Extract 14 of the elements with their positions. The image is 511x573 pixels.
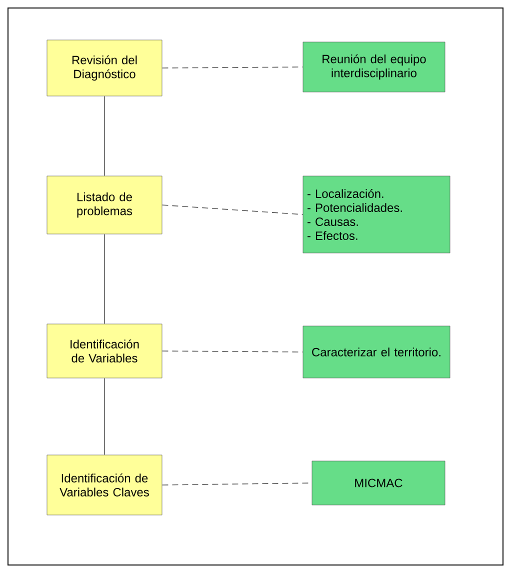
connector-line bbox=[104, 378, 105, 456]
connector-line bbox=[162, 204, 304, 215]
connector-line bbox=[162, 350, 304, 352]
note-box: MICMAC bbox=[312, 460, 446, 506]
connector-line bbox=[162, 66, 304, 68]
connector-line bbox=[104, 96, 105, 176]
step-box: Revisión del Diagnóstico bbox=[46, 40, 162, 96]
note-box: Caracterizar el territorio. bbox=[302, 326, 450, 378]
step-box: Listado de problemas bbox=[46, 176, 162, 234]
note-box: - Localización. - Potencialidades. - Causas. - Efectos. bbox=[302, 176, 450, 254]
connector-line bbox=[104, 234, 105, 324]
step-box: Identificación de Variables bbox=[46, 324, 162, 378]
step-box: Identificación de Variables Claves bbox=[46, 454, 162, 516]
note-box: Reunión del equipo interdisciplinario bbox=[302, 42, 446, 92]
